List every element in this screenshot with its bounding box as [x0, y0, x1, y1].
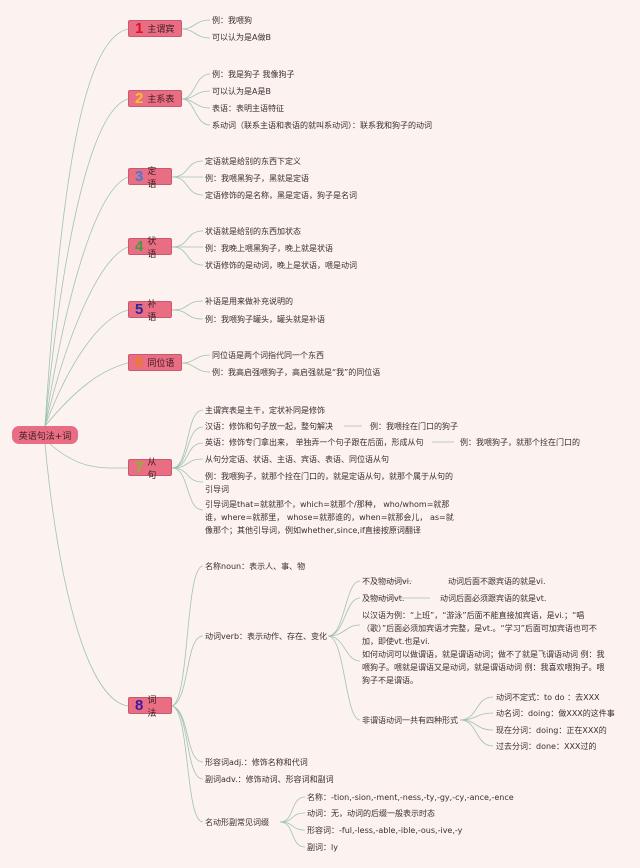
- nonfinite-item: 非谓语动词一共有四种形式: [362, 716, 458, 725]
- branch-label: 主谓宾: [147, 25, 175, 35]
- branch-node-2[interactable]: 2 主系表: [128, 90, 182, 107]
- adj-item: 形容词adj.：修饰名称和代词: [205, 758, 308, 767]
- vi-item: 不及物动词vi.: [362, 577, 412, 586]
- root-node[interactable]: 英语句法+词: [12, 426, 78, 444]
- leaf-item: 英语：修饰专门拿出来， 单独弄一个句子跟在后面，形成从句: [205, 438, 424, 447]
- number-5-icon: 5: [135, 301, 144, 318]
- leaf-item: 例：我喂狗子罐头，罐头就是补语: [205, 315, 325, 324]
- leaf-item: 例：我喂狗: [212, 16, 252, 25]
- example-item: 例：我喂狗子，就那个拴在门口的: [460, 438, 580, 447]
- number-4-icon: 4: [135, 238, 144, 255]
- leaf-item: 例：我是狗子 我像狗子: [212, 70, 295, 79]
- example-item: 例：我喂拴在门口的狗子: [370, 422, 458, 431]
- branch-node-1[interactable]: 1 主谓宾: [128, 20, 182, 37]
- leaf-item: 主谓宾表是主干，定状补同是修饰: [205, 406, 325, 415]
- suffix-entry: 形容词：-ful,-less,-able,-ible,-ous,-ive,-y: [307, 826, 463, 835]
- suffix-entry: 名称：-tion,-sion,-ment,-ness,-ty,-gy,-cy,-…: [307, 793, 514, 802]
- leaf-item: 状语就是给别的东西加状态: [205, 227, 301, 236]
- branch-label: 从句: [147, 457, 157, 481]
- number-6-icon: 6: [135, 354, 144, 371]
- suffix-entry: 动词：无，动词的后缀一般表示时态: [307, 809, 435, 818]
- adv-item: 副词adv.：修饰动词、形容词和副词: [205, 775, 334, 784]
- leaf-item: 表语：表明主语特征: [212, 104, 284, 113]
- branch-node-7[interactable]: 7 从句: [128, 458, 172, 481]
- leaf-item: 可以认为是A做B: [212, 33, 271, 42]
- leaf-item: 补语是用来做补充说明的: [205, 297, 293, 306]
- branch-label: 状语: [147, 236, 157, 260]
- leaf-item: 汉语：修饰和句子放一起，整句解决: [205, 422, 333, 431]
- leaf-item: 系动词（联系主语和表语的就叫系动词）：联系我和狗子的动词: [212, 121, 432, 130]
- suffix-item: 名动形副常见词缀: [205, 818, 269, 827]
- branch-label: 定语: [147, 166, 157, 190]
- suffix-entry: 副词：ly: [307, 843, 338, 852]
- leaf-item: 可以认为是A是B: [212, 87, 271, 96]
- nonfinite-form: 现在分词：doing：正在XXX的: [496, 726, 607, 735]
- leaf-item: 定语修饰的是名称，黑是定语，狗子是名词: [205, 191, 357, 200]
- number-8-icon: 8: [135, 697, 144, 714]
- leaf-item: 例：我喂黑狗子，黑就是定语: [205, 174, 309, 183]
- nonfinite-form: 动词不定式：to do ：去XXX: [496, 693, 600, 702]
- vt-item: 及物动词vt.: [362, 594, 405, 603]
- leaf-item: 同位语是两个词指代同一个东西: [212, 351, 324, 360]
- nonfinite-form: 过去分词：done：XXX过的: [496, 742, 597, 751]
- verb-example: 以汉语为例：“上班”，“游泳”后面不能直接加宾语，是vi.；“唱（歌）”后面必须…: [362, 611, 597, 646]
- branch-label: 主系表: [147, 95, 175, 105]
- number-2-icon: 2: [135, 90, 144, 107]
- number-3-icon: 3: [135, 168, 144, 185]
- leaf-item: 定语就是给别的东西下定义: [205, 157, 301, 166]
- leaf-item: 例：我高启强喂狗子，高启强就是“我”的同位语: [212, 368, 381, 377]
- branch-node-4[interactable]: 4 状语: [128, 237, 172, 260]
- leaf-item: 例：我晚上喂黑狗子，晚上就是状语: [205, 244, 333, 253]
- nonfinite-form: 动名词：doing：做XXX的这件事: [496, 709, 615, 718]
- branch-label: 同位语: [147, 359, 175, 369]
- leaf-item: 例：我喂狗子，就那个拴在门口的，就是定语从句，就那个属于从句的引导词: [205, 472, 453, 494]
- verb-item: 动词verb：表示动作、存在、变化: [205, 632, 328, 641]
- branch-label: 补语: [147, 299, 157, 323]
- leaf-item: 引导词是that=就就那个，which=就那个/那种， who/whom=就那谁…: [205, 500, 454, 535]
- vi-desc: 动词后面不跟宾语的就是vi.: [448, 577, 546, 586]
- branch-label: 词法: [147, 695, 157, 719]
- branch-node-8[interactable]: 8 词法: [128, 696, 172, 719]
- branch-node-3[interactable]: 3 定语: [128, 167, 172, 190]
- root-label: 英语句法+词: [18, 431, 72, 442]
- leaf-item: 从句分定语、状语、主语、宾语、表语、同位语从句: [205, 455, 389, 464]
- number-1-icon: 1: [135, 20, 144, 37]
- noun-item: 名称noun：表示人、事、物: [205, 562, 306, 571]
- number-7-icon: 7: [135, 459, 144, 476]
- leaf-item: 状语修饰的是动词，晚上是状语，喂是动词: [205, 261, 357, 270]
- branch-node-6[interactable]: 6 同位语: [128, 354, 182, 371]
- predicate-item: 如何动词可以做谓语，就是谓语动词；做不了就是飞谓语动词 例：我喂狗子。喂就是谓语…: [362, 650, 605, 685]
- branch-node-5[interactable]: 5 补语: [128, 300, 172, 323]
- vt-desc: 动词后面必须跟宾语的就是vt.: [440, 594, 547, 603]
